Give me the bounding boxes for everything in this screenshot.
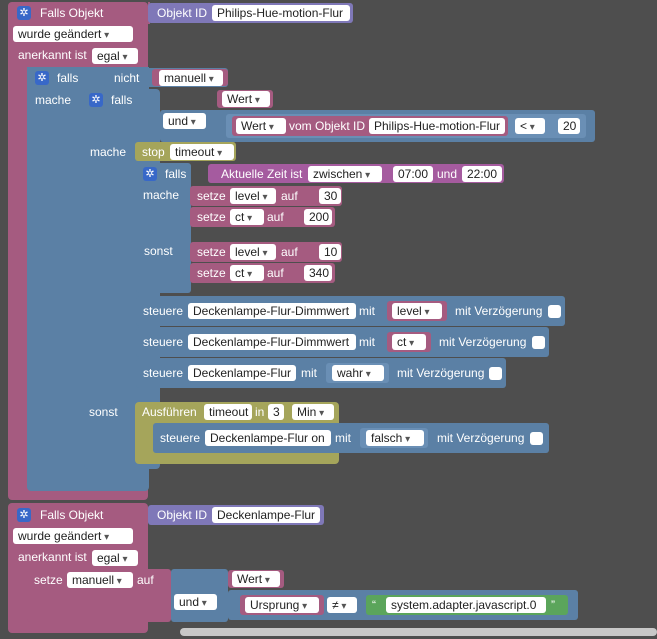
ctrl3-label: steuere bbox=[143, 366, 184, 380]
set1-var[interactable]: level bbox=[230, 188, 276, 204]
inner-if-label: falls bbox=[111, 93, 133, 107]
set2-val[interactable]: 200 bbox=[304, 209, 332, 225]
event2-title: Falls Objekt bbox=[40, 508, 104, 522]
manuell-var-field[interactable]: manuell bbox=[159, 70, 223, 86]
gear-icon[interactable]: ✲ bbox=[89, 93, 103, 107]
set1-label: setze bbox=[197, 189, 226, 203]
ack-dropdown[interactable]: egal bbox=[92, 48, 138, 64]
object-id-label: Objekt ID bbox=[157, 6, 208, 20]
set4-label: setze bbox=[197, 266, 226, 280]
ctrl4-target[interactable]: Deckenlampe-Flur on bbox=[205, 430, 331, 446]
set3-auf: auf bbox=[281, 245, 298, 259]
exec-label: Ausführen bbox=[142, 405, 197, 419]
ctrl2-delay-checkbox[interactable] bbox=[532, 336, 545, 349]
time-to-field[interactable]: 22:00 bbox=[462, 166, 502, 182]
changed2-dropdown[interactable]: wurde geändert bbox=[13, 528, 133, 544]
ctrl4-label: steuere bbox=[160, 431, 201, 445]
ctrl4-delay: mit Verzögerung bbox=[437, 431, 525, 445]
set-manuell-auf: auf bbox=[137, 573, 154, 587]
quote-open-icon: “ bbox=[372, 598, 376, 612]
if-label: falls bbox=[57, 71, 79, 85]
set1-auf: auf bbox=[281, 189, 298, 203]
ctrl2-val[interactable]: ct bbox=[392, 334, 426, 350]
ctrl1-val[interactable]: level bbox=[392, 303, 442, 319]
wert2-field[interactable]: Wert bbox=[236, 118, 286, 134]
gear-icon[interactable]: ✲ bbox=[17, 6, 31, 20]
vom-objekt-label: vom Objekt ID bbox=[289, 119, 366, 133]
gear-icon[interactable]: ✲ bbox=[35, 71, 49, 85]
num-20-field[interactable]: 20 bbox=[558, 118, 580, 134]
ctrl1-mit: mit bbox=[359, 304, 375, 318]
and-dropdown[interactable]: und bbox=[163, 113, 206, 129]
wert-field[interactable]: Wert bbox=[222, 91, 270, 107]
wert-field-2[interactable]: Wert bbox=[232, 571, 280, 587]
set4-auf: auf bbox=[267, 266, 284, 280]
time-und-label: und bbox=[437, 167, 458, 181]
ctrl3-target[interactable]: Deckenlampe-Flur bbox=[188, 365, 296, 381]
timeout-dropdown[interactable]: timeout bbox=[170, 144, 234, 160]
ack-label: anerkannt ist bbox=[18, 48, 87, 62]
zwischen-dropdown[interactable]: zwischen bbox=[308, 166, 382, 182]
mache-label: mache bbox=[90, 145, 127, 159]
object-id2-field[interactable]: Philips-Hue-motion-Flur bbox=[369, 118, 505, 134]
ctrl3-val[interactable]: wahr bbox=[332, 365, 384, 381]
set3-val[interactable]: 10 bbox=[319, 244, 341, 260]
set2-auf: auf bbox=[267, 210, 284, 224]
ctrl4-val[interactable]: falsch bbox=[366, 430, 424, 446]
ctrl1-label: steuere bbox=[143, 304, 184, 318]
ack2-label: anerkannt ist bbox=[18, 550, 87, 564]
ctrl3-mit: mit bbox=[301, 366, 317, 380]
sonst-label-1: sonst bbox=[89, 405, 118, 419]
exec-num-field[interactable]: 3 bbox=[268, 404, 284, 420]
set3-label: setze bbox=[197, 245, 226, 259]
set1-val[interactable]: 30 bbox=[319, 188, 341, 204]
time-if-label: falls bbox=[165, 167, 187, 181]
horizontal-scrollbar[interactable] bbox=[180, 628, 657, 636]
ctrl4-mit: mit bbox=[335, 431, 351, 445]
op-ne-dropdown[interactable]: ≠ bbox=[327, 597, 357, 613]
set4-val[interactable]: 340 bbox=[304, 265, 332, 281]
string-field[interactable]: system.adapter.javascript.0 bbox=[386, 597, 546, 613]
object-id2-label: Objekt ID bbox=[157, 508, 208, 522]
time-if-block[interactable] bbox=[136, 163, 191, 293]
object-id-field[interactable]: Philips-Hue-motion-Flur bbox=[212, 5, 350, 21]
ack2-dropdown[interactable]: egal bbox=[92, 550, 138, 566]
ctrl2-label: steuere bbox=[143, 335, 184, 349]
time-from-field[interactable]: 07:00 bbox=[393, 166, 433, 182]
set-manuell-var[interactable]: manuell bbox=[67, 572, 133, 588]
sonst-label-2: sonst bbox=[144, 244, 173, 258]
exec-timeout-field[interactable]: timeout bbox=[204, 404, 252, 420]
time-label: Aktuelle Zeit ist bbox=[221, 167, 303, 181]
ctrl3-delay-checkbox[interactable] bbox=[489, 367, 502, 380]
ctrl3-delay: mit Verzögerung bbox=[397, 366, 485, 380]
ctrl4-delay-checkbox[interactable] bbox=[530, 432, 543, 445]
object-id2-field-2[interactable]: Deckenlampe-Flur bbox=[212, 507, 320, 523]
ctrl1-target[interactable]: Deckenlampe-Flur-Dimmwert bbox=[188, 303, 356, 319]
and2-dropdown[interactable]: und bbox=[174, 594, 217, 610]
stop-label: stop bbox=[142, 145, 165, 159]
ctrl1-delay-checkbox[interactable] bbox=[548, 305, 561, 318]
set-manuell-label: setze bbox=[34, 573, 63, 587]
ctrl2-delay: mit Verzögerung bbox=[439, 335, 527, 349]
set2-label: setze bbox=[197, 210, 226, 224]
exec-unit-dropdown[interactable]: Min bbox=[292, 404, 334, 420]
mache-label-2: mache bbox=[143, 188, 180, 202]
set4-var[interactable]: ct bbox=[230, 265, 264, 281]
ctrl2-mit: mit bbox=[359, 335, 375, 349]
changed-dropdown[interactable]: wurde geändert bbox=[13, 26, 133, 42]
gear-icon[interactable]: ✲ bbox=[143, 167, 157, 181]
gear-icon[interactable]: ✲ bbox=[17, 508, 31, 522]
ursprung-field[interactable]: Ursprung bbox=[245, 597, 319, 613]
not-label: nicht bbox=[114, 71, 140, 85]
ctrl2-target[interactable]: Deckenlampe-Flur-Dimmwert bbox=[188, 334, 356, 350]
quote-close-icon: ” bbox=[551, 598, 555, 612]
ctrl1-delay: mit Verzögerung bbox=[455, 304, 543, 318]
op-lt-dropdown[interactable]: < bbox=[515, 118, 545, 134]
set2-var[interactable]: ct bbox=[230, 209, 264, 225]
event-title: Falls Objekt bbox=[40, 6, 104, 20]
do-label: mache bbox=[35, 93, 72, 107]
exec-in-label: in bbox=[255, 405, 265, 419]
set3-var[interactable]: level bbox=[230, 244, 276, 260]
